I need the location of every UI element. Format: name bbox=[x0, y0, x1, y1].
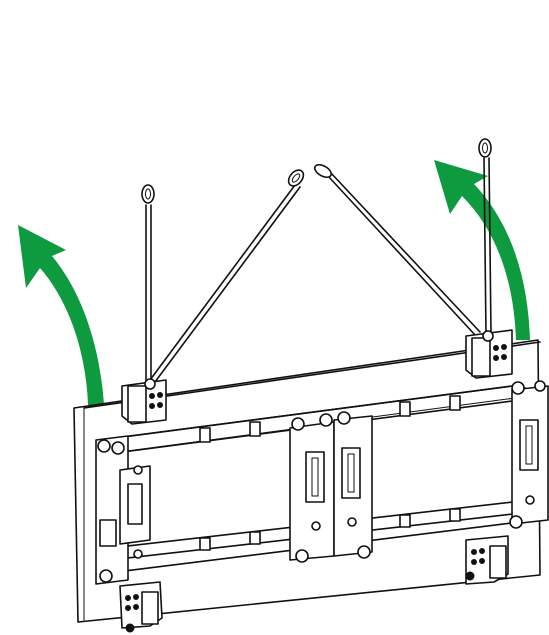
lift-arrow-left-icon bbox=[18, 225, 104, 405]
lifting-eye-icon bbox=[141, 138, 492, 204]
clamp-bottom-right bbox=[465, 535, 509, 585]
clamp-bottom-left bbox=[119, 581, 163, 633]
bracket-left bbox=[95, 435, 151, 585]
lift-arrow-right-icon bbox=[434, 160, 530, 340]
lifting-cables bbox=[145, 157, 492, 383]
bracket-center bbox=[289, 411, 373, 563]
bracket-right bbox=[509, 380, 549, 529]
clamp-top-right bbox=[465, 329, 513, 379]
clamp-top-left bbox=[121, 378, 167, 425]
